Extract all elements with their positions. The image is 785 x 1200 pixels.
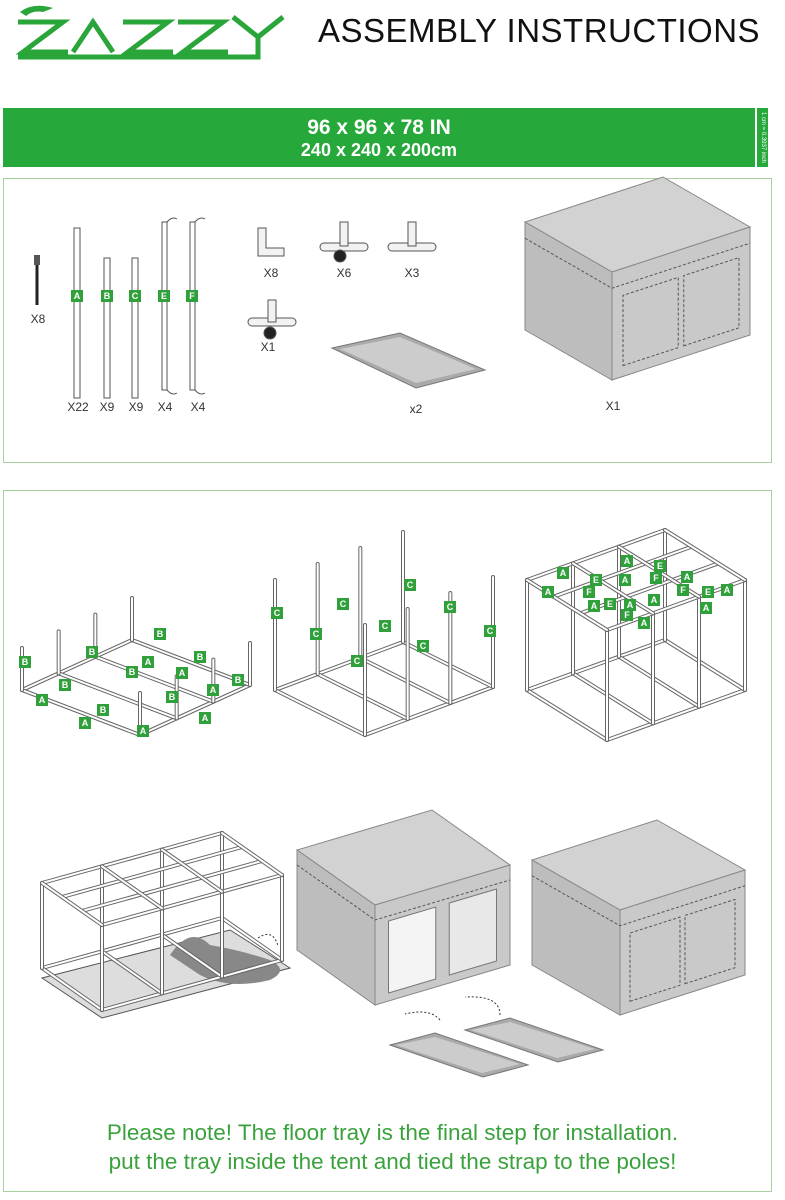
pole-a-count: X22 xyxy=(67,400,89,414)
part-label-b: B xyxy=(97,704,109,716)
part-label-c: C xyxy=(484,625,496,637)
floor-tray-2 xyxy=(463,1017,605,1063)
part-label-f: F xyxy=(621,609,633,621)
pole-f-count: X4 xyxy=(190,400,206,414)
screw-icon xyxy=(34,255,40,305)
part-label-a: A xyxy=(638,617,650,629)
part-label-c: C xyxy=(351,655,363,667)
part-label-a: A xyxy=(624,599,636,611)
part-label-c: C xyxy=(404,579,416,591)
part-label-f: F xyxy=(650,572,662,584)
tee-connector-icon xyxy=(387,221,437,252)
pole-f xyxy=(189,217,206,395)
tent-body xyxy=(523,176,752,381)
tent-open xyxy=(295,809,512,1006)
step-1-base-frame xyxy=(20,596,252,737)
pole-e xyxy=(161,217,178,395)
part-label-e: E xyxy=(590,574,602,586)
four-way-count: X6 xyxy=(336,266,352,280)
part-label-a: A xyxy=(137,725,149,737)
step-5-tent-open xyxy=(295,809,512,1006)
part-label-a: A xyxy=(142,656,154,668)
step-4-poles xyxy=(40,831,284,1012)
part-label-a: A xyxy=(721,584,733,596)
elbow-connector-icon xyxy=(257,227,285,257)
tent-closed xyxy=(530,819,747,1016)
part-label-b: B xyxy=(59,679,71,691)
four-way-connector-icon xyxy=(319,221,369,263)
pole-label-a: A xyxy=(71,290,83,302)
tee-count: X3 xyxy=(404,266,420,280)
part-label-b: B xyxy=(166,691,178,703)
part-label-a: A xyxy=(36,694,48,706)
part-label-b: B xyxy=(86,646,98,658)
part-label-b: B xyxy=(126,666,138,678)
pole-label-c: C xyxy=(129,290,141,302)
part-label-e: E xyxy=(654,560,666,572)
step-6-tent-closed xyxy=(530,819,747,1016)
parts-list-panel xyxy=(3,178,772,463)
part-label-a: A xyxy=(648,594,660,606)
part-label-a: A xyxy=(700,602,712,614)
installation-note: Please note! The floor tray is the final… xyxy=(0,1118,785,1176)
conversion-note: 1 cm = 0.3937 inch xyxy=(757,108,768,167)
pole-a xyxy=(73,227,81,399)
pole-e-count: X4 xyxy=(157,400,173,414)
part-label-f: F xyxy=(583,586,595,598)
part-label-a: A xyxy=(79,717,91,729)
pole-label-e: E xyxy=(158,290,170,302)
part-label-a: A xyxy=(207,684,219,696)
elbow-count: X8 xyxy=(263,266,279,280)
note-line-2: put the tray inside the tent and tied th… xyxy=(108,1149,677,1174)
five-way-count: X1 xyxy=(260,340,276,354)
pole-label-b: B xyxy=(101,290,113,302)
part-label-a: A xyxy=(681,571,693,583)
size-centimeters: 240 x 240 x 200cm xyxy=(300,140,458,160)
part-label-a: A xyxy=(557,567,569,579)
five-way-connector-icon xyxy=(247,299,297,340)
screw-count: X8 xyxy=(30,312,46,326)
size-banner: 96 x 96 x 78 IN 240 x 240 x 200cm xyxy=(3,108,755,167)
part-label-b: B xyxy=(232,674,244,686)
pole-b-count: X9 xyxy=(99,400,115,414)
tent-icon xyxy=(523,176,752,381)
part-label-b: B xyxy=(19,656,31,668)
part-label-a: A xyxy=(542,586,554,598)
part-label-a: A xyxy=(176,667,188,679)
floor-tray-1 xyxy=(388,1032,530,1078)
part-label-c: C xyxy=(337,598,349,610)
pole-label-f: F xyxy=(186,290,198,302)
part-label-c: C xyxy=(417,640,429,652)
floor-tray-icon xyxy=(330,332,487,389)
note-line-1: Please note! The floor tray is the final… xyxy=(106,1120,679,1145)
pole-c-count: X9 xyxy=(128,400,144,414)
part-label-b: B xyxy=(194,651,206,663)
part-label-a: A xyxy=(199,712,211,724)
part-label-f: F xyxy=(677,584,689,596)
part-label-b: B xyxy=(154,628,166,640)
page-title: ASSEMBLY INSTRUCTIONS xyxy=(318,12,761,49)
part-label-c: C xyxy=(379,620,391,632)
tent-count: X1 xyxy=(605,399,621,413)
pole-b xyxy=(103,257,111,399)
part-label-c: C xyxy=(310,628,322,640)
pole-c xyxy=(131,257,139,399)
size-inches: 96 x 96 x 78 IN xyxy=(307,116,451,139)
part-label-a: A xyxy=(621,555,633,567)
zazzy-logo xyxy=(15,5,285,60)
part-label-e: E xyxy=(702,586,714,598)
tray-count: x2 xyxy=(409,402,423,416)
part-label-a: A xyxy=(619,574,631,586)
part-label-c: C xyxy=(444,601,456,613)
part-label-e: E xyxy=(604,598,616,610)
part-label-a: A xyxy=(588,600,600,612)
part-label-c: C xyxy=(271,607,283,619)
assembly-steps-panel xyxy=(3,490,772,1192)
